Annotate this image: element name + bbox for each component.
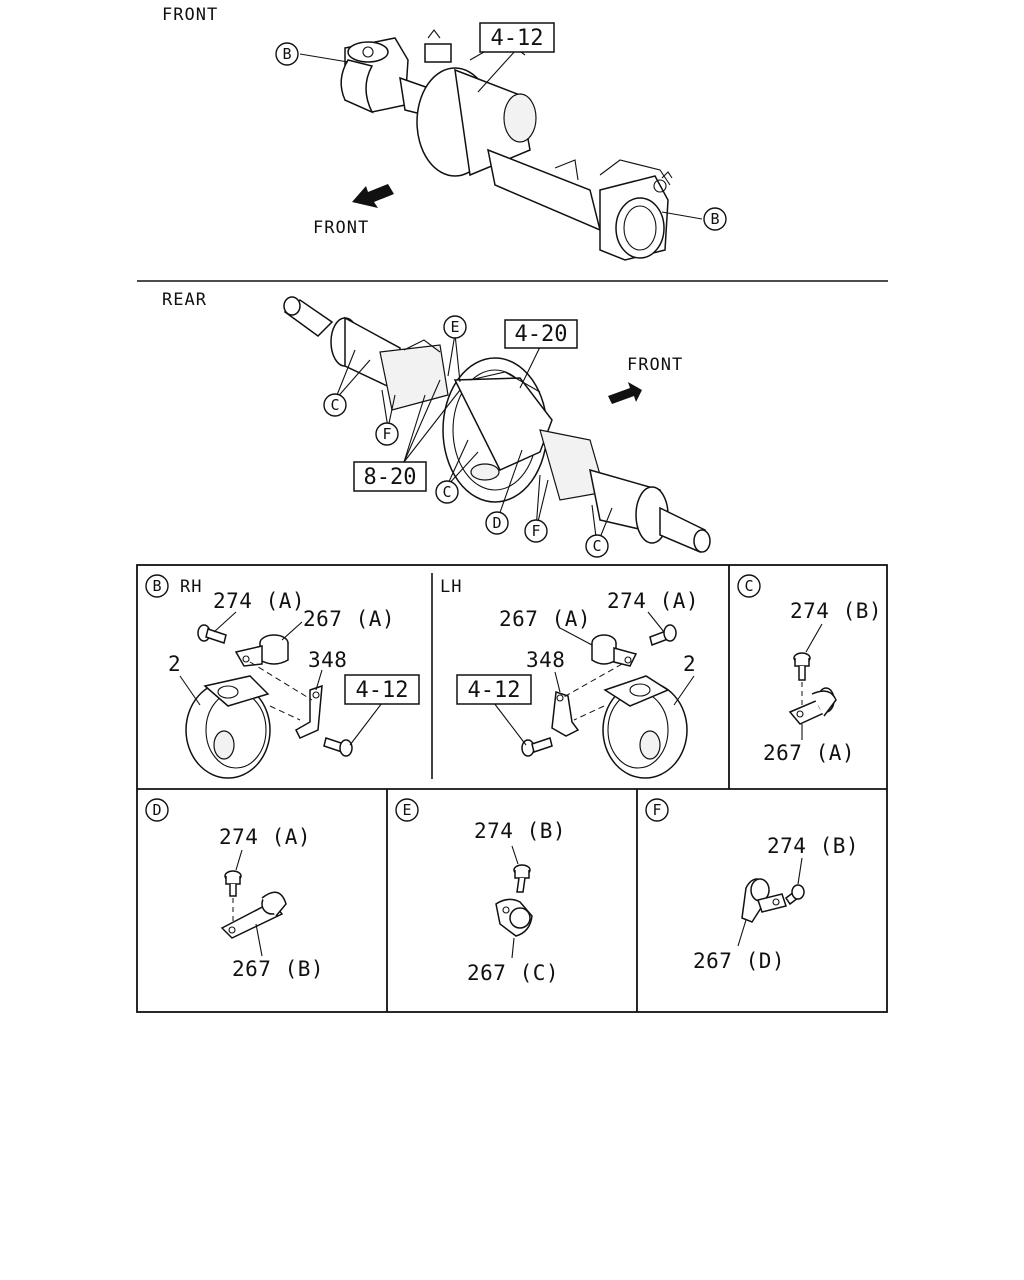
detail-b-rh: B RH 274 (A) 267 (A) 348 2 [145,574,420,779]
detail-f: F 274 (B) 267 (D) [645,798,859,973]
detail-c-part-267a: 267 (A) [763,741,855,765]
front-direction-arrow [352,184,394,208]
detail-d-letter: D [145,798,169,822]
rear-callout-e: E [443,315,467,339]
rh-bolt-drawing [197,624,227,644]
detail-c-bolt-drawing [793,652,811,681]
detail-c-clamp-drawing [788,687,837,725]
front-callout-b-right: B [703,207,727,231]
detail-d: D 274 (A) 267 (B) [145,798,324,981]
front-view: FRONT [162,5,727,261]
rh-ref-box [344,674,420,705]
detail-d-bolt-drawing [224,870,242,897]
rear-callout-f-1: F [375,422,399,446]
detail-e-letter: E [395,798,419,822]
rear-callout-c-2: C [435,480,459,504]
detail-f-clamp-drawing [741,878,787,923]
front-view-title: FRONT [162,5,218,25]
detail-b-rh-side: RH [180,577,202,597]
lh-lower-bolt-drawing [521,737,553,757]
svg-text:B: B [710,210,719,228]
lh-part-2: 2 [683,652,696,676]
detail-e-part-274b: 274 (B) [474,819,566,843]
rh-bracket-drawing [295,684,323,739]
rh-part-348: 348 [308,648,347,672]
rear-direction-label: FRONT [627,355,683,375]
lh-part-274a: 274 (A) [607,589,699,613]
svg-text:C: C [592,537,601,555]
detail-b-lh: LH 267 (A) 274 (A) 348 2 [440,577,699,779]
detail-b-letter: B [145,574,169,598]
rear-axle-drawing [283,296,711,554]
rear-callout-f-2: F [524,519,548,543]
rear-ref-box-4-20 [504,319,578,349]
detail-e-part-267c: 267 (C) [467,961,559,985]
rh-lower-bolt-drawing [323,737,353,757]
rear-callout-d: D [485,511,509,535]
lh-part-267a: 267 (A) [499,607,591,631]
svg-text:F: F [531,522,540,540]
detail-c: C 274 (B) 267 (A) [737,574,882,765]
detail-grid [136,564,888,1013]
svg-text:E: E [450,318,459,336]
lh-clamp-drawing [591,634,638,667]
rh-part-2: 2 [168,652,181,676]
rear-ref-box-8-20 [353,461,427,492]
svg-text:F: F [382,425,391,443]
detail-d-part-267b: 267 (B) [232,957,324,981]
svg-text:F: F [652,801,661,819]
svg-text:C: C [442,483,451,501]
detail-d-clamp-drawing [220,891,287,939]
svg-text:E: E [402,801,411,819]
front-callout-b-left: B [275,42,299,66]
front-direction-label: FRONT [313,218,369,238]
lh-knuckle-drawing [602,675,688,779]
detail-f-part-267d: 267 (D) [693,949,785,973]
lh-bolt-drawing [649,624,677,646]
rh-ref-label: 4-12 [356,678,409,703]
rh-clamp-drawing [234,634,289,667]
rear-view: REAR [162,290,711,558]
svg-text:D: D [492,514,501,532]
detail-e: E 274 (B) 267 (C) [395,798,566,985]
svg-text:D: D [152,801,161,819]
rh-knuckle-drawing [185,675,271,779]
detail-f-part-274b: 274 (B) [767,834,859,858]
rh-part-274a: 274 (A) [213,589,305,613]
detail-d-part-274a: 274 (A) [219,825,311,849]
rear-ref-label-4-20: 4-20 [515,322,568,347]
rear-ref-label-8-20: 8-20 [364,465,417,490]
lh-ref-label: 4-12 [468,678,521,703]
rear-direction-arrow [608,382,642,404]
rear-callout-c-1: C [323,393,347,417]
svg-text:B: B [282,45,291,63]
lh-part-348: 348 [526,648,565,672]
detail-c-letter: C [737,574,761,598]
detail-e-clamp-drawing [495,898,533,937]
detail-c-part-274b: 274 (B) [790,599,882,623]
detail-e-bolt-drawing [513,864,531,893]
rear-view-title: REAR [162,290,207,310]
svg-text:C: C [744,577,753,595]
svg-text:C: C [330,396,339,414]
rh-part-267a: 267 (A) [303,607,395,631]
front-axle-drawing [340,29,673,261]
lh-ref-box [456,674,532,705]
svg-text:B: B [152,577,161,595]
front-ref-label: 4-12 [491,26,544,51]
rear-callout-c-3: C [585,534,609,558]
detail-f-bolt-drawing [784,884,805,906]
detail-f-letter: F [645,798,669,822]
front-ref-box [479,22,555,53]
detail-b-lh-side: LH [440,577,462,597]
lh-bracket-drawing [551,690,580,737]
